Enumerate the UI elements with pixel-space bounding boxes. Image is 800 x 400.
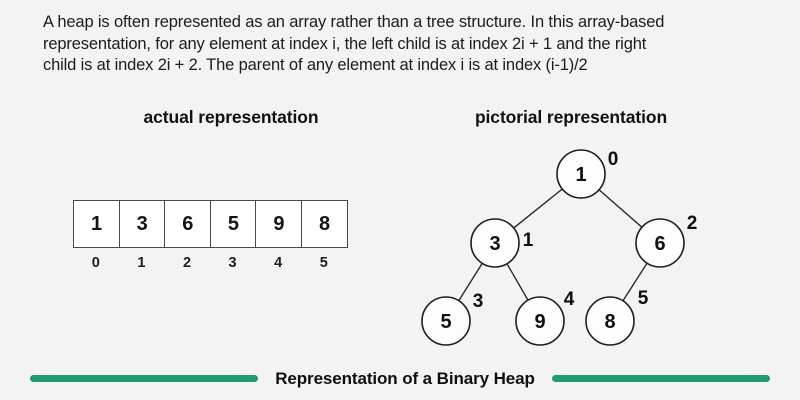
tree-node-index: 1	[523, 230, 534, 251]
tree-node-index: 3	[473, 291, 484, 312]
tree-node-circle	[470, 218, 520, 268]
tree-node-index: 4	[564, 289, 575, 310]
caption-accent-bar-left	[30, 375, 258, 382]
tree-node-circle	[421, 296, 471, 346]
array-index-label: 3	[228, 255, 237, 271]
array-cell: 5	[209, 200, 257, 248]
array-indices-row: 0 1 2 3 4 5	[73, 255, 348, 271]
heap-array: 1 3 6 5 9 8 0 1 2 3 4 5	[73, 200, 349, 271]
heap-description: A heap is often represented as an array …	[43, 12, 788, 77]
array-index-label: 5	[319, 255, 328, 271]
tree-node-values: 1 3 6 5 9 8	[440, 164, 665, 333]
tree-section-heading: pictorial representation	[474, 107, 668, 127]
tree-node-value: 5	[440, 311, 451, 333]
tree-node-circle	[585, 296, 635, 346]
description-line: representation, for any element at index…	[43, 34, 647, 53]
tree-node-index: 0	[608, 149, 619, 170]
array-index-label: 0	[91, 255, 100, 271]
tree-node-indices: 0 1 2 3 4 5	[473, 149, 698, 312]
description-line: child is at index 2i + 2. The parent of …	[43, 56, 588, 74]
array-index-label: 4	[274, 255, 283, 271]
array-section-heading: actual representation	[143, 107, 319, 127]
tree-node-circle	[556, 149, 606, 199]
tree-node-index: 2	[687, 213, 698, 234]
array-index-label: 2	[182, 255, 192, 271]
tree-node-value: 6	[654, 233, 665, 255]
caption-accent-bar-right	[552, 375, 770, 382]
array-cell: 6	[164, 200, 212, 248]
array-index-label: 1	[137, 255, 146, 271]
tree-node-value: 8	[604, 311, 615, 333]
array-cell: 1	[73, 200, 121, 248]
array-cells-row: 1 3 6 5 9 8	[73, 200, 349, 248]
tree-node-circle	[515, 296, 565, 346]
tree-node-value: 9	[534, 311, 545, 333]
array-cell: 8	[300, 200, 349, 248]
tree-node-index: 5	[638, 288, 649, 309]
tree-node-value: 1	[575, 164, 586, 186]
caption-text: Representation of a Binary Heap	[275, 369, 535, 388]
description-line: A heap is often represented as an array …	[43, 13, 665, 31]
tree-node-value: 3	[489, 233, 500, 255]
tree-node-circles	[421, 149, 685, 346]
tree-node-circle	[635, 218, 685, 268]
